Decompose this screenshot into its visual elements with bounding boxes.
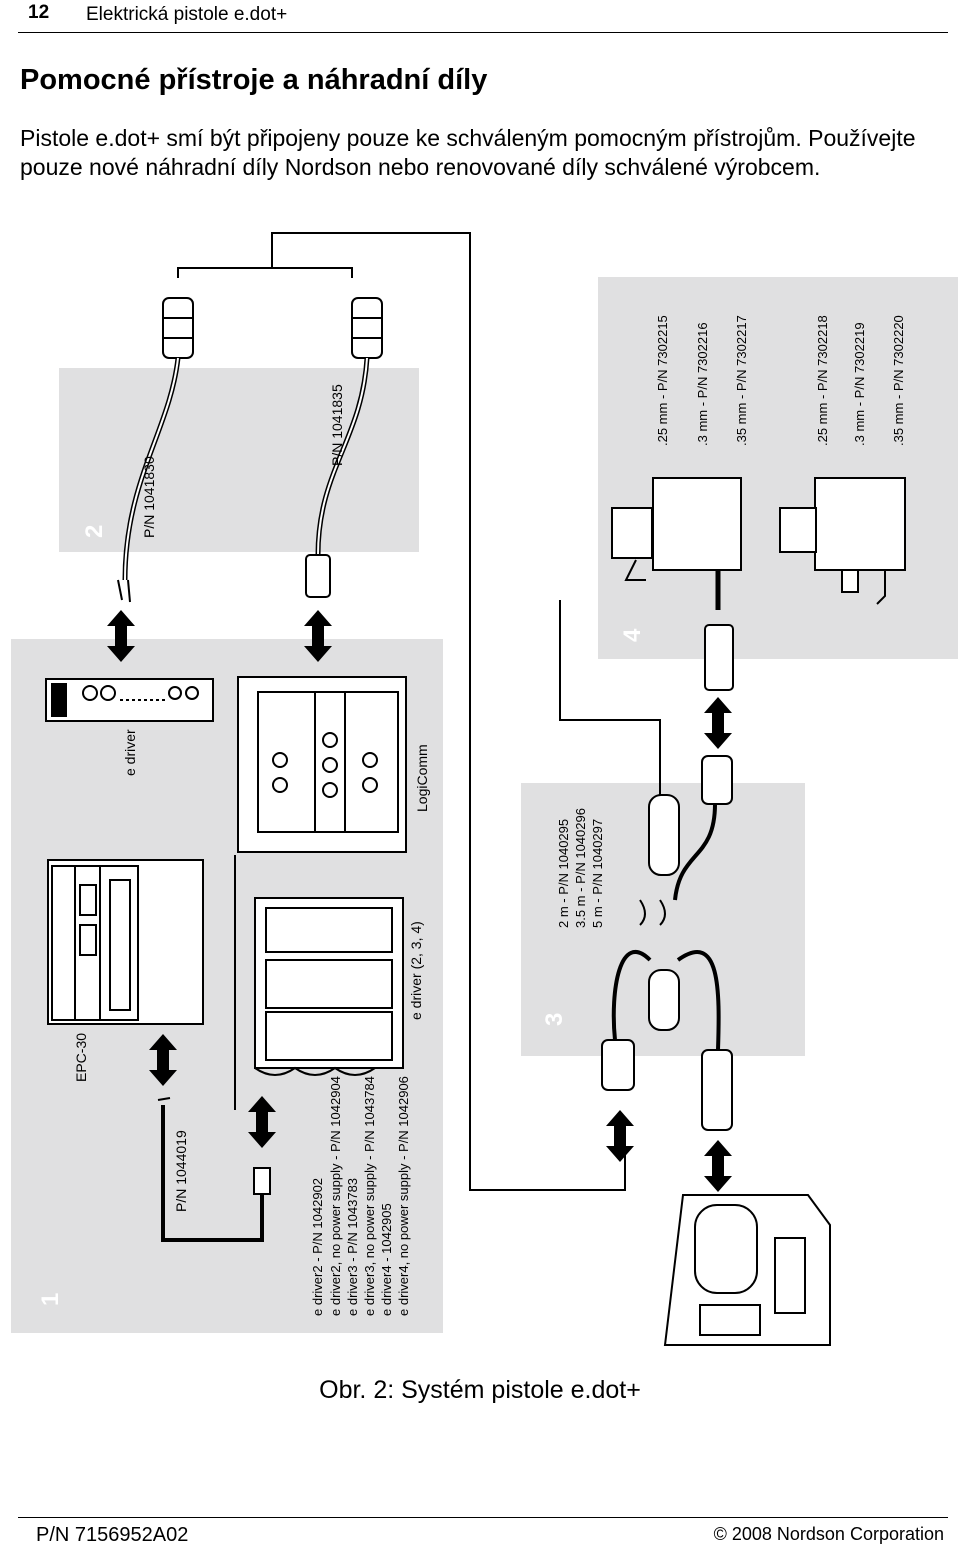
epc30-label: EPC-30 [73, 1033, 89, 1082]
double-arrow-icon [704, 697, 732, 749]
figure-caption: Obr. 2: Systém pistole e.dot+ [319, 1376, 641, 1404]
double-arrow-icon [304, 610, 332, 662]
e-driver-device [45, 678, 214, 722]
panel-number-1: 1 [37, 1293, 64, 1306]
cable-assembly-3 [601, 755, 733, 1131]
cable-1044019 [157, 1097, 271, 1242]
cable-pn-1041835: P/N 1041835 [329, 384, 345, 466]
part-label: e driver2 - P/N 1042902 [310, 1178, 325, 1316]
cable-1041830 [117, 297, 194, 603]
section-heading: Pomocné přístroje a náhradní díly [20, 64, 488, 96]
logicomm-label: LogiComm [414, 744, 430, 812]
footer-copyright: © 2008 Nordson Corporation [713, 1524, 944, 1544]
part-label: e driver4, no power supply - P/N 1042906 [396, 1076, 411, 1316]
running-header: Elektrická pistole e.dot+ [86, 4, 288, 25]
part-label: .35 mm - P/N 7302220 [891, 315, 906, 446]
part-label: .3 mm - P/N 7302219 [852, 322, 867, 446]
part-label: 2 m - P/N 1040295 [556, 819, 571, 928]
header-rule [18, 32, 948, 33]
cable-pn-1044019: P/N 1044019 [173, 1130, 189, 1212]
part-label: 3.5 m - P/N 1040296 [573, 808, 588, 928]
double-arrow-icon [606, 1110, 634, 1162]
e-driver-234-device [254, 897, 404, 1076]
panel-number-2: 2 [81, 525, 108, 538]
footer-rule [18, 1517, 948, 1518]
logicomm-device [237, 676, 407, 853]
double-arrow-icon [149, 1034, 177, 1086]
panel-2 [59, 368, 419, 552]
panel-number-3: 3 [541, 1013, 568, 1026]
e-driver-234-label: e driver (2, 3, 4) [408, 921, 424, 1020]
intro-paragraph: Pistole e.dot+ smí být připojeny pouze k… [20, 125, 916, 180]
double-arrow-icon [248, 1096, 276, 1148]
dispensing-gun [663, 1194, 831, 1346]
module-group-a [611, 477, 742, 691]
part-label: .35 mm - P/N 7302217 [734, 315, 749, 446]
cable-pn-1041830: P/N 1041830 [141, 456, 157, 538]
epc30-controller [47, 859, 204, 1025]
module-group-b [779, 477, 906, 605]
panel-number-4: 4 [619, 628, 646, 642]
e-driver-label: e driver [122, 729, 138, 776]
part-label: .25 mm - P/N 7302215 [655, 315, 670, 446]
part-label: e driver2, no power supply - P/N 1042904 [328, 1076, 343, 1316]
page-number: 12 [28, 2, 50, 23]
part-label: e driver3, no power supply - P/N 1043784 [362, 1076, 377, 1316]
part-label: .25 mm - P/N 7302218 [815, 315, 830, 446]
cable-1041835 [305, 297, 383, 598]
double-arrow-icon [107, 610, 135, 662]
part-label: e driver4 - 1042905 [379, 1203, 394, 1316]
panel-4 [598, 277, 958, 659]
double-arrow-icon [704, 1140, 732, 1192]
footer-part-number: P/N 7156952A02 [36, 1524, 189, 1546]
part-label: .3 mm - P/N 7302216 [695, 322, 710, 446]
part-label: e driver3 - P/N 1043783 [345, 1178, 360, 1316]
part-label: 5 m - P/N 1040297 [590, 819, 605, 928]
